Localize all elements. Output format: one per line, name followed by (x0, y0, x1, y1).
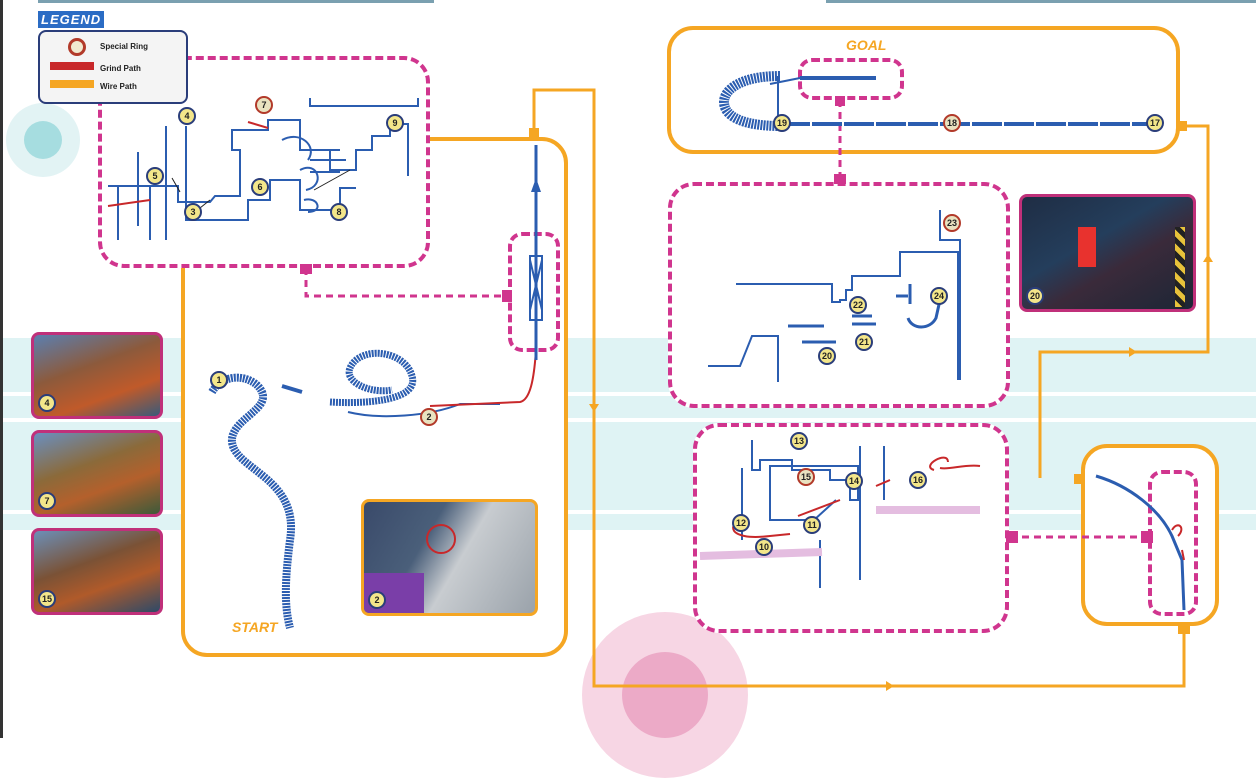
track-zone-tl (108, 119, 409, 203)
marker-5: 5 (146, 167, 164, 185)
screenshot-badge: 2 (368, 591, 386, 609)
top-strip-right (826, 0, 1256, 3)
top-strip-left (38, 0, 434, 3)
marker-10: 10 (755, 538, 773, 556)
track-zone-br (741, 440, 885, 588)
legend-box: Special Ring Grind Path Wire Path (38, 30, 188, 104)
wire-arrow (1203, 254, 1213, 262)
start-label: START (232, 619, 278, 635)
marker-11: 11 (803, 516, 821, 534)
track-start-spiral (208, 373, 296, 630)
track-arrow (531, 178, 541, 192)
marker-18: 18 (943, 114, 961, 132)
connector-node (835, 96, 845, 106)
wire-swatch-icon (50, 80, 94, 88)
legend-label: Grind Path (100, 64, 141, 73)
track-zone-tl-c (281, 135, 346, 213)
track-loop (329, 349, 417, 407)
screenshot-badge: 20 (1026, 287, 1044, 305)
wire-path-2 (1038, 124, 1210, 478)
marker-20: 20 (818, 347, 836, 365)
track-zone-br-c (929, 456, 981, 471)
track-rail-section (529, 255, 543, 321)
decor-circle-cyan-inner (24, 121, 62, 159)
marker-13: 13 (790, 432, 808, 450)
marker-8: 8 (330, 203, 348, 221)
background-stripe-line (0, 392, 1256, 396)
marker-16: 16 (909, 471, 927, 489)
track-zone-tl-top (309, 98, 419, 107)
wire-arrow (589, 404, 599, 412)
screenshot-20: 20 (1019, 194, 1196, 312)
marker-24: 24 (930, 287, 948, 305)
decor-circle-pink-inner (622, 652, 708, 738)
marker-12: 12 (732, 514, 750, 532)
ring-icon (426, 524, 456, 554)
ring-icon (68, 38, 86, 56)
grind-path-tl-2 (247, 121, 269, 129)
track-goal-curve (718, 71, 781, 131)
marker-17: 17 (1146, 114, 1164, 132)
screenshot-4: 4 (31, 332, 163, 419)
track-slope (1095, 474, 1186, 611)
connector-node (834, 174, 846, 184)
track-ramp (281, 384, 303, 394)
screenshot-badge: 7 (38, 492, 56, 510)
goal-panel (667, 26, 1180, 154)
background-stripe-line (0, 418, 1256, 422)
grind-path-tl-1 (107, 199, 151, 207)
wire-node (1179, 121, 1187, 131)
screenshot-badge: 15 (38, 590, 56, 608)
wire-node (1074, 474, 1084, 484)
marker-15: 15 (797, 468, 815, 486)
screenshot-glow (1078, 227, 1096, 267)
marker-19: 19 (773, 114, 791, 132)
track-zone-mr-b (788, 284, 942, 344)
legend-label: Wire Path (100, 82, 137, 91)
screenshot-stripes (1175, 227, 1185, 307)
screenshot-badge: 4 (38, 394, 56, 412)
wire-node (529, 128, 539, 138)
pointer-tl (171, 169, 351, 209)
marker-23: 23 (943, 214, 961, 232)
marker-21: 21 (855, 333, 873, 351)
screenshot-7: 7 (31, 430, 163, 517)
marker-2: 2 (420, 408, 438, 426)
marker-3: 3 (184, 203, 202, 221)
connector-node (300, 264, 312, 274)
track-zone-mr (708, 210, 961, 382)
marker-1: 1 (210, 371, 228, 389)
wire-path-1 (532, 88, 1186, 688)
connector-node (1006, 531, 1018, 543)
grind-swatch-icon (50, 62, 94, 70)
goal-label: GOAL (846, 37, 887, 53)
marker-9: 9 (386, 114, 404, 132)
grind-path-slope (1171, 524, 1185, 561)
screenshot-2: 2 (361, 499, 538, 616)
marker-14: 14 (845, 472, 863, 490)
grind-path-start (429, 150, 537, 407)
marker-22: 22 (849, 296, 867, 314)
background-stripe-line (0, 510, 1256, 514)
screenshot-15: 15 (31, 528, 163, 615)
marker-4: 4 (178, 107, 196, 125)
connector-node (502, 290, 512, 302)
legend-label: Special Ring (100, 42, 149, 51)
wire-arrow (1129, 347, 1137, 357)
marker-7: 7 (255, 96, 273, 114)
wire-node (1178, 624, 1190, 634)
wire-arrow (886, 681, 894, 691)
left-edge-bar (0, 0, 3, 738)
track-zone-tl-b (117, 126, 356, 240)
connector-node (1141, 531, 1153, 543)
marker-6: 6 (251, 178, 269, 196)
zone-connector-1 (304, 268, 508, 298)
map-paths (107, 71, 1213, 691)
legend-title: LEGEND (38, 11, 105, 28)
